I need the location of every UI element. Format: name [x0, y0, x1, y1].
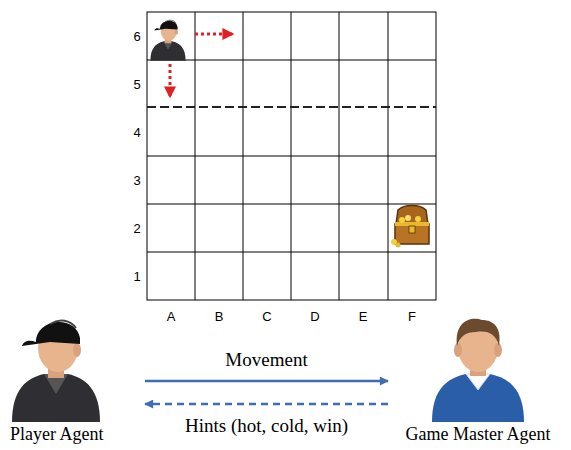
- column-letter: F: [408, 309, 416, 324]
- message-arrow: [145, 403, 388, 406]
- row-number: 5: [133, 77, 140, 92]
- player-token: [150, 20, 185, 61]
- row-number: 1: [133, 269, 140, 284]
- row-number: 3: [133, 173, 140, 188]
- boundary-line: [147, 106, 436, 108]
- move-arrow: [169, 64, 172, 96]
- row-number: 2: [133, 221, 140, 236]
- treasure-chest: [391, 206, 429, 248]
- column-letter: B: [215, 309, 224, 324]
- game-grid: [147, 12, 436, 300]
- row-number: 4: [133, 125, 140, 140]
- arrow-label: Hints (hot, cold, win): [183, 415, 350, 437]
- column-letter: E: [359, 309, 368, 324]
- agent-name: Game Master Agent: [406, 424, 551, 446]
- agent-node: Player Agent: [0, 300, 145, 448]
- move-arrow: [195, 33, 232, 36]
- player-figure: [12, 321, 100, 422]
- column-letter: A: [167, 309, 176, 324]
- game-master-figure: [432, 319, 524, 422]
- arrow-label: Movement: [223, 349, 309, 371]
- agent-name: Player Agent: [10, 424, 103, 446]
- column-letter: C: [262, 309, 271, 324]
- column-letter: D: [310, 309, 319, 324]
- row-number: 6: [133, 29, 140, 44]
- message-arrow: [145, 380, 388, 383]
